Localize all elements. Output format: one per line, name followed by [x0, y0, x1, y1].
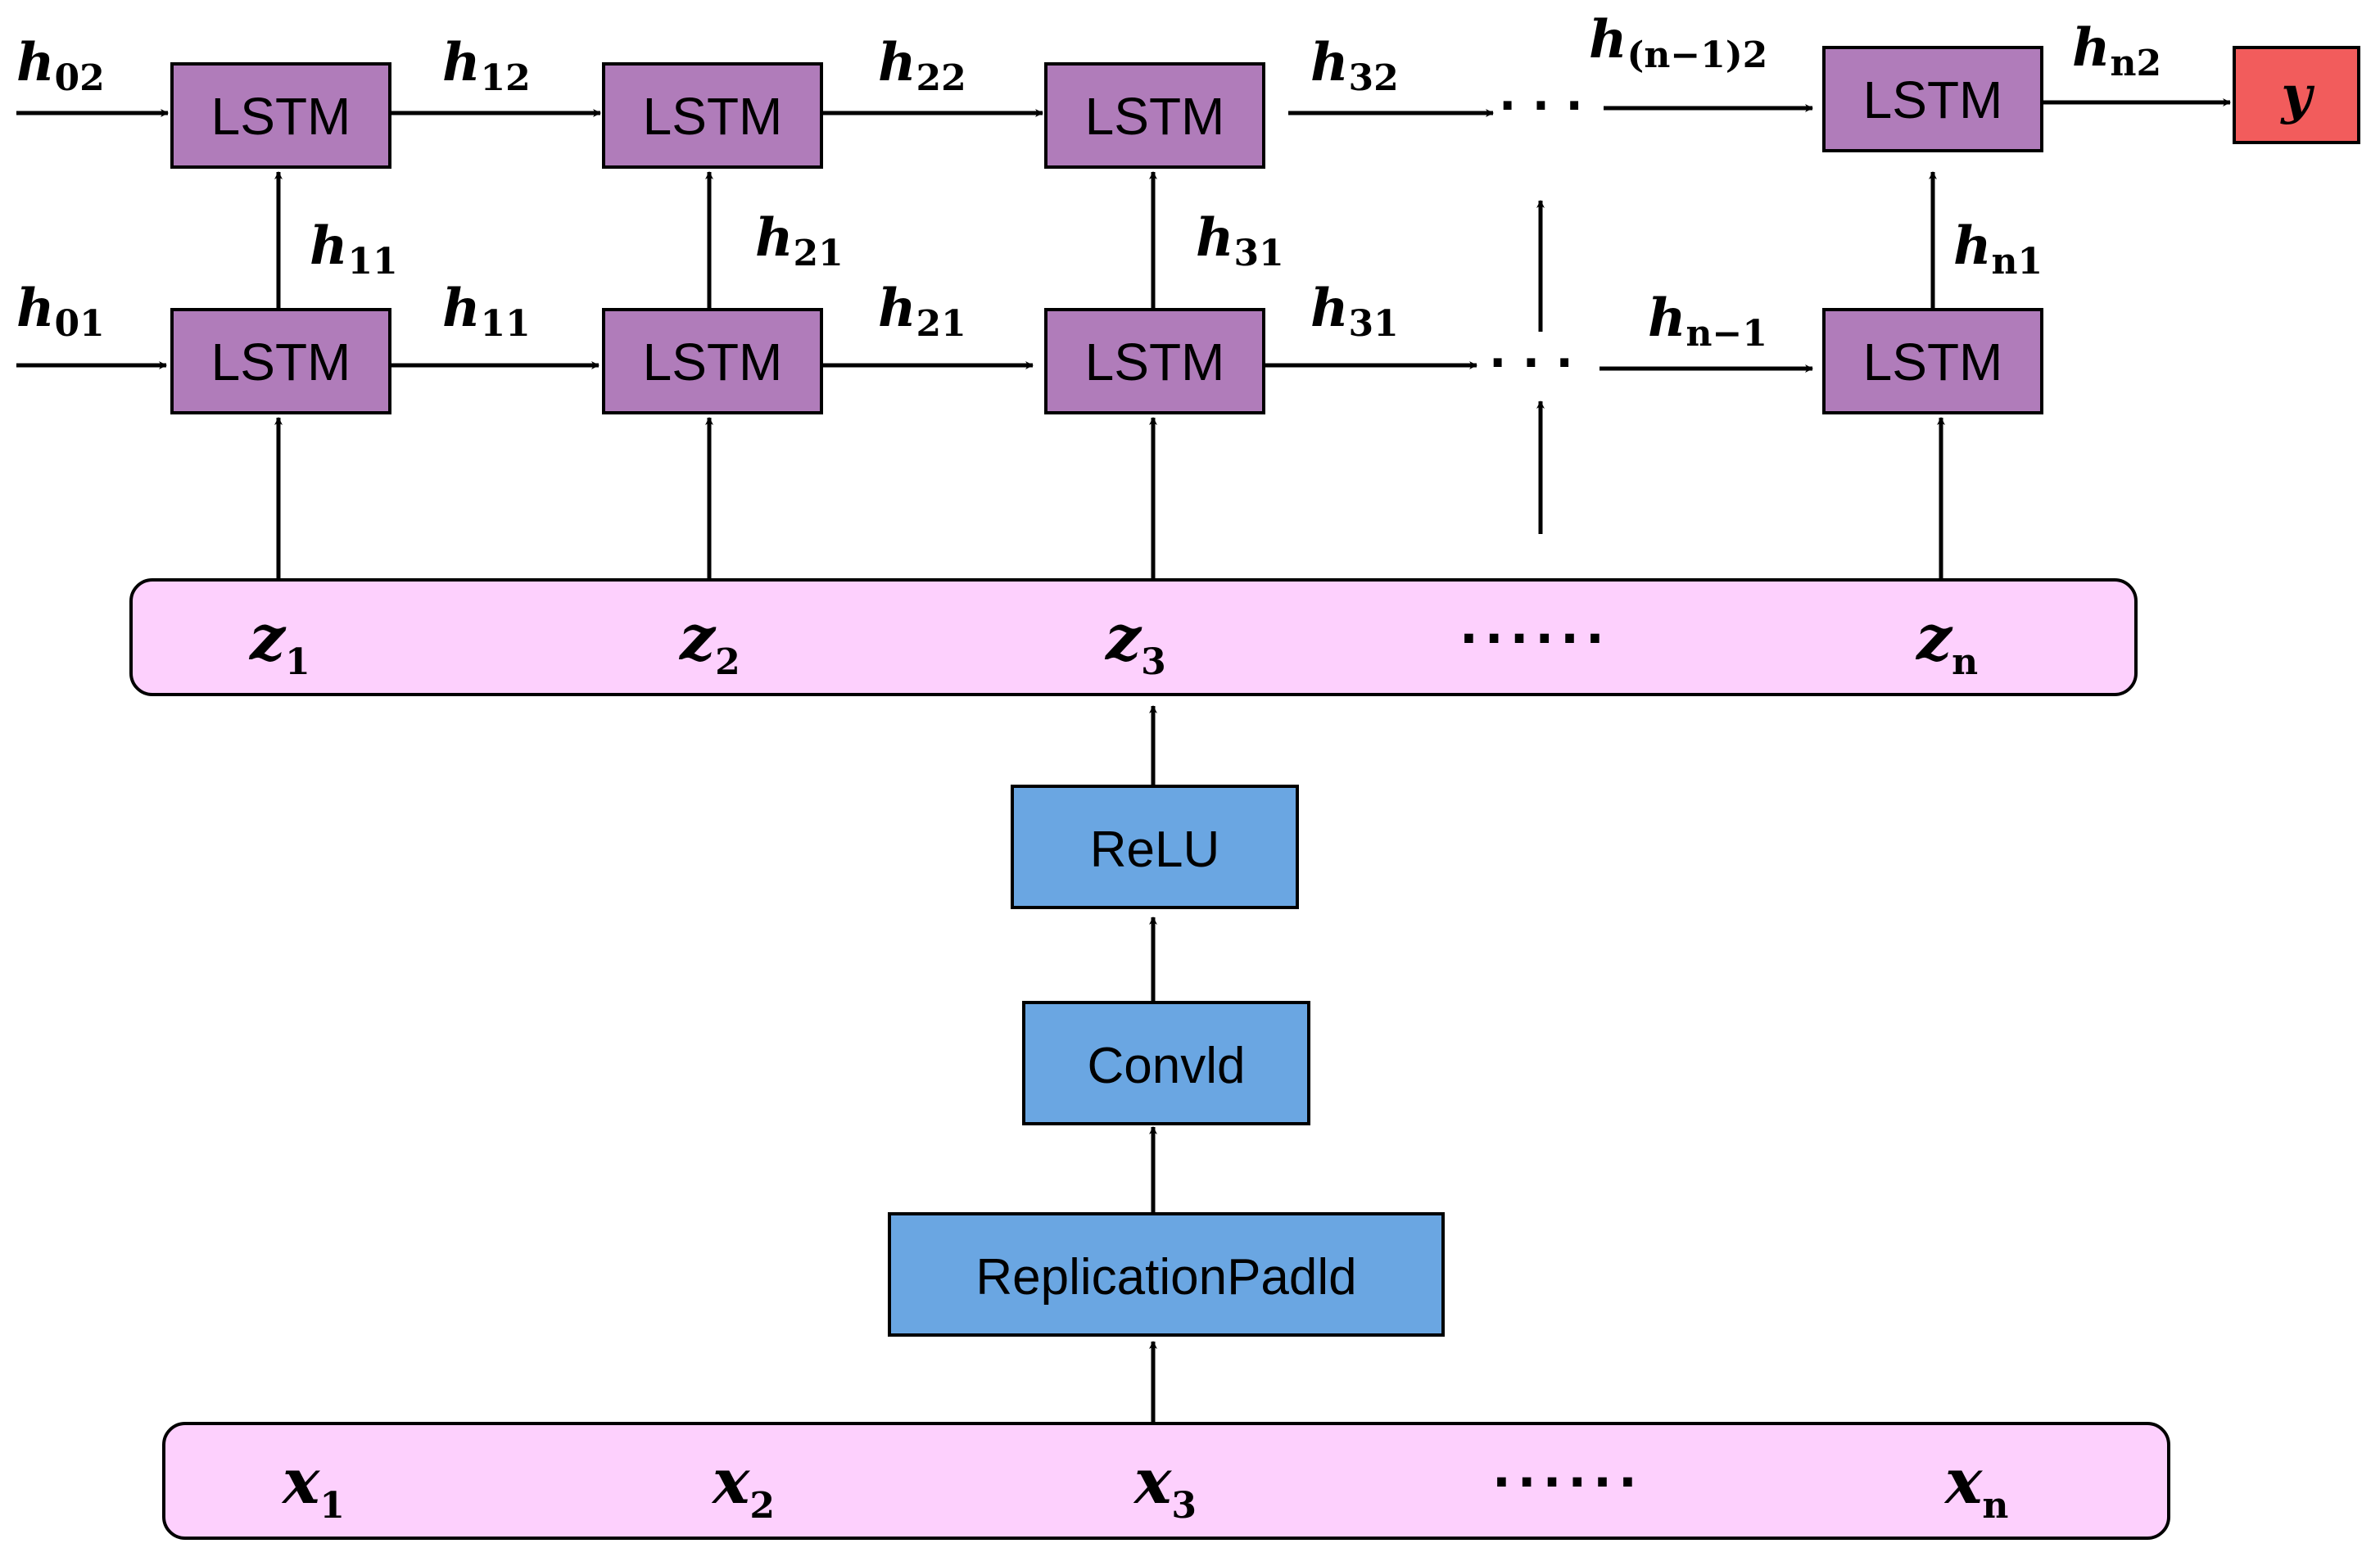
svg-text:Convld: Convld	[1088, 1038, 1246, 1094]
label-hn-1: hn−1	[1648, 287, 1767, 355]
lstm-cell-3-1: LSTM	[1044, 308, 1265, 414]
label-h02: h02	[16, 32, 105, 99]
lstm-cell-1-2: LSTM	[170, 62, 391, 169]
x-band: x1 x2 x3 ...... xn	[162, 1422, 2170, 1540]
x-ellipsis: ......	[1492, 1442, 1644, 1499]
x3-label: x3	[1133, 1445, 1197, 1527]
replication-pad-layer: ReplicationPadld	[888, 1212, 1445, 1337]
x1-label: x1	[281, 1445, 345, 1527]
label-h31-horizontal: h31	[1310, 278, 1399, 345]
svg-text:ReLU: ReLU	[1090, 821, 1220, 878]
xn-label: xn	[1943, 1445, 2008, 1527]
svg-text:LSTM: LSTM	[643, 87, 783, 146]
z-ellipsis: ......	[1459, 598, 1611, 655]
svg-text:y: y	[2279, 65, 2314, 126]
svg-text:LSTM: LSTM	[1085, 333, 1225, 392]
x2-label: x2	[711, 1445, 775, 1527]
z2-label: z2	[678, 601, 740, 683]
vertical-hidden-labels: h11 h21 h31 hn1	[310, 207, 2043, 283]
label-h12: h12	[442, 32, 531, 99]
svg-text:LSTM: LSTM	[1085, 87, 1225, 146]
lstm-cell-2-1: LSTM	[602, 308, 823, 414]
top-row-ellipsis: · · ·	[1499, 79, 1583, 133]
lstm-cell-n-1: LSTM	[1822, 308, 2043, 414]
lstm-top-row: LSTM LSTM LSTM LSTM	[170, 46, 2043, 169]
relu-layer: ReLU	[1011, 785, 1299, 909]
connections	[16, 98, 2231, 1423]
svg-text:LSTM: LSTM	[643, 333, 783, 392]
svg-text:ReplicationPadld: ReplicationPadld	[975, 1249, 1356, 1306]
label-h21-horizontal: h21	[878, 278, 966, 345]
conv1d-layer: Convld	[1022, 1001, 1310, 1125]
label-h01: h01	[16, 278, 105, 345]
label-h22: h22	[878, 32, 966, 99]
lstm-cell-n-2: LSTM	[1822, 46, 2043, 152]
label-h32: h32	[1310, 32, 1399, 99]
svg-text:LSTM: LSTM	[211, 333, 351, 392]
bottom-row-ellipsis: · · ·	[1489, 337, 1573, 390]
label-h11-vertical: h11	[310, 215, 398, 283]
z3-label: z3	[1104, 601, 1166, 683]
top-hidden-labels: h02 h12 h22 h32 h(n−1)2 hn2	[16, 9, 2161, 99]
z1-label: z1	[248, 601, 310, 683]
label-h31-vertical: h31	[1196, 207, 1284, 274]
label-hn2: hn2	[2072, 17, 2161, 84]
svg-text:LSTM: LSTM	[1863, 333, 2003, 392]
svg-text:LSTM: LSTM	[1863, 70, 2003, 129]
lstm-cell-3-2: LSTM	[1044, 62, 1265, 169]
label-h11-horizontal: h11	[442, 278, 531, 345]
zn-label: zn	[1915, 601, 1978, 683]
label-h21-vertical: h21	[755, 207, 844, 274]
lstm-cell-1-1: LSTM	[170, 308, 391, 414]
z-band: z1 z2 z3 ...... zn	[129, 578, 2138, 696]
label-hn1-vertical: hn1	[1953, 215, 2043, 283]
svg-text:LSTM: LSTM	[211, 87, 351, 146]
lstm-bottom-row: LSTM LSTM LSTM LSTM	[170, 308, 2043, 414]
bottom-hidden-labels: h01 h11 h21 h31 hn−1	[16, 278, 1767, 355]
label-hn-1-2: h(n−1)2	[1589, 9, 1767, 76]
lstm-cell-2-2: LSTM	[602, 62, 823, 169]
output-node: y	[2233, 46, 2360, 144]
